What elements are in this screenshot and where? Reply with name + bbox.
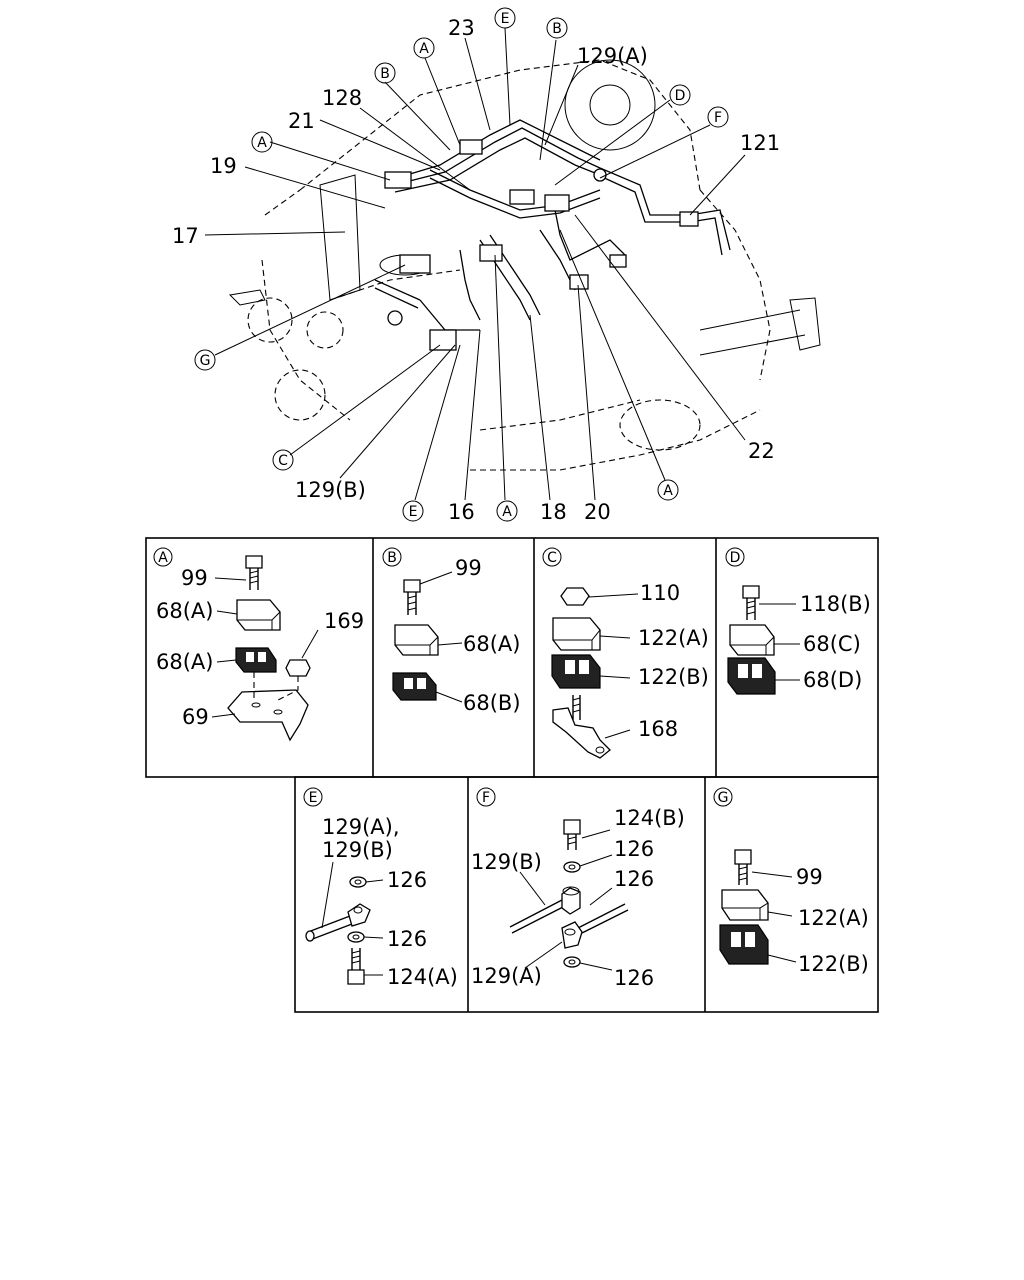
- svg-text:68(D): 68(D): [803, 668, 862, 692]
- svg-text:A: A: [663, 483, 673, 499]
- svg-text:99: 99: [181, 566, 208, 590]
- svg-text:69: 69: [182, 705, 209, 729]
- svg-text:122(A): 122(A): [798, 906, 869, 930]
- svg-text:A: A: [158, 550, 168, 566]
- label-20: 20: [584, 500, 611, 524]
- main-refs: E B A B D F A G: [194, 7, 729, 522]
- label-16: 16: [448, 500, 475, 524]
- svg-text:122(B): 122(B): [638, 665, 709, 689]
- svg-text:F: F: [714, 110, 722, 126]
- ref-circle-a-top: A: [413, 37, 435, 59]
- ref-circle-f: F: [707, 106, 729, 128]
- label-21: 21: [288, 109, 315, 133]
- svg-text:68(A): 68(A): [463, 632, 520, 656]
- svg-text:124(B): 124(B): [614, 806, 685, 830]
- ref-circle-a-bottom: A: [496, 500, 518, 522]
- svg-text:C: C: [278, 453, 288, 469]
- svg-text:126: 126: [387, 868, 427, 892]
- label-23: 23: [448, 16, 475, 40]
- label-128: 128: [322, 86, 362, 110]
- svg-text:E: E: [501, 11, 510, 27]
- svg-text:B: B: [380, 66, 390, 82]
- ref-circle-g: G: [194, 349, 216, 371]
- svg-text:68(C): 68(C): [803, 632, 861, 656]
- detail-c: C 110 122(A) 122(B) 168: [542, 547, 709, 759]
- detail-row-2-frame: [294, 776, 879, 1013]
- label-19: 19: [210, 154, 237, 178]
- ref-circle-a-left: A: [251, 131, 273, 153]
- svg-text:126: 126: [614, 966, 654, 990]
- svg-text:126: 126: [614, 837, 654, 861]
- svg-text:110: 110: [640, 581, 680, 605]
- ref-circle-b-top-right: B: [546, 17, 568, 39]
- svg-text:C: C: [547, 550, 557, 566]
- label-129a: 129(A): [577, 44, 648, 68]
- svg-text:D: D: [675, 88, 686, 104]
- svg-text:99: 99: [796, 865, 823, 889]
- svg-text:129(B): 129(B): [322, 838, 393, 862]
- svg-text:124(A): 124(A): [387, 965, 458, 989]
- ref-circle-c: C: [272, 449, 294, 471]
- svg-text:B: B: [552, 21, 562, 37]
- svg-text:G: G: [200, 353, 211, 369]
- svg-text:A: A: [419, 41, 429, 57]
- svg-text:A: A: [502, 504, 512, 520]
- main-leader-lines: [204, 27, 746, 501]
- svg-text:122(B): 122(B): [798, 952, 869, 976]
- svg-text:122(A): 122(A): [638, 626, 709, 650]
- detail-b: B 99 68(A) 68(B): [382, 547, 521, 715]
- svg-text:126: 126: [387, 927, 427, 951]
- svg-text:F: F: [482, 790, 490, 806]
- detail-d: D 118(B) 68(C) 68(D): [725, 547, 871, 695]
- svg-text:126: 126: [614, 867, 654, 891]
- svg-text:D: D: [730, 550, 741, 566]
- ref-circle-e-top: E: [494, 7, 516, 29]
- svg-text:129(A),: 129(A),: [322, 815, 400, 839]
- label-129b: 129(B): [295, 478, 366, 502]
- svg-text:A: A: [257, 135, 267, 151]
- ref-circle-d: D: [669, 84, 691, 106]
- svg-text:B: B: [387, 550, 397, 566]
- svg-text:G: G: [718, 790, 729, 806]
- detail-e: E 129(A), 129(B) 126 126 124(A): [303, 787, 458, 989]
- label-17: 17: [172, 224, 199, 248]
- svg-text:E: E: [309, 790, 318, 806]
- svg-text:68(A): 68(A): [156, 599, 213, 623]
- ref-circle-e-bottom: E: [402, 500, 424, 522]
- ref-circle-b-top-left: B: [374, 62, 396, 84]
- svg-text:129(B): 129(B): [471, 850, 542, 874]
- detail-a: A 99 68(A) 68(A) 169 69: [153, 547, 364, 742]
- detail-f: F 124(B) 126 129(B) 126 129(A) 126: [471, 787, 685, 990]
- detail-g: G 99 122(A) 122(B): [713, 787, 869, 976]
- svg-text:118(B): 118(B): [800, 592, 871, 616]
- svg-text:68(B): 68(B): [463, 691, 521, 715]
- svg-text:68(A): 68(A): [156, 650, 213, 674]
- svg-text:E: E: [409, 504, 418, 520]
- label-22: 22: [748, 439, 775, 463]
- ref-circle-a-bottom-right: A: [657, 479, 679, 501]
- svg-text:99: 99: [455, 556, 482, 580]
- label-18: 18: [540, 500, 567, 524]
- label-121: 121: [740, 131, 780, 155]
- engine-illustration: [228, 59, 821, 471]
- svg-text:169: 169: [324, 609, 364, 633]
- main-labels: 23 129(A) 128 21 19 17 121 22 129(B) 16 …: [172, 16, 780, 524]
- svg-text:129(A): 129(A): [471, 964, 542, 988]
- svg-text:168: 168: [638, 717, 678, 741]
